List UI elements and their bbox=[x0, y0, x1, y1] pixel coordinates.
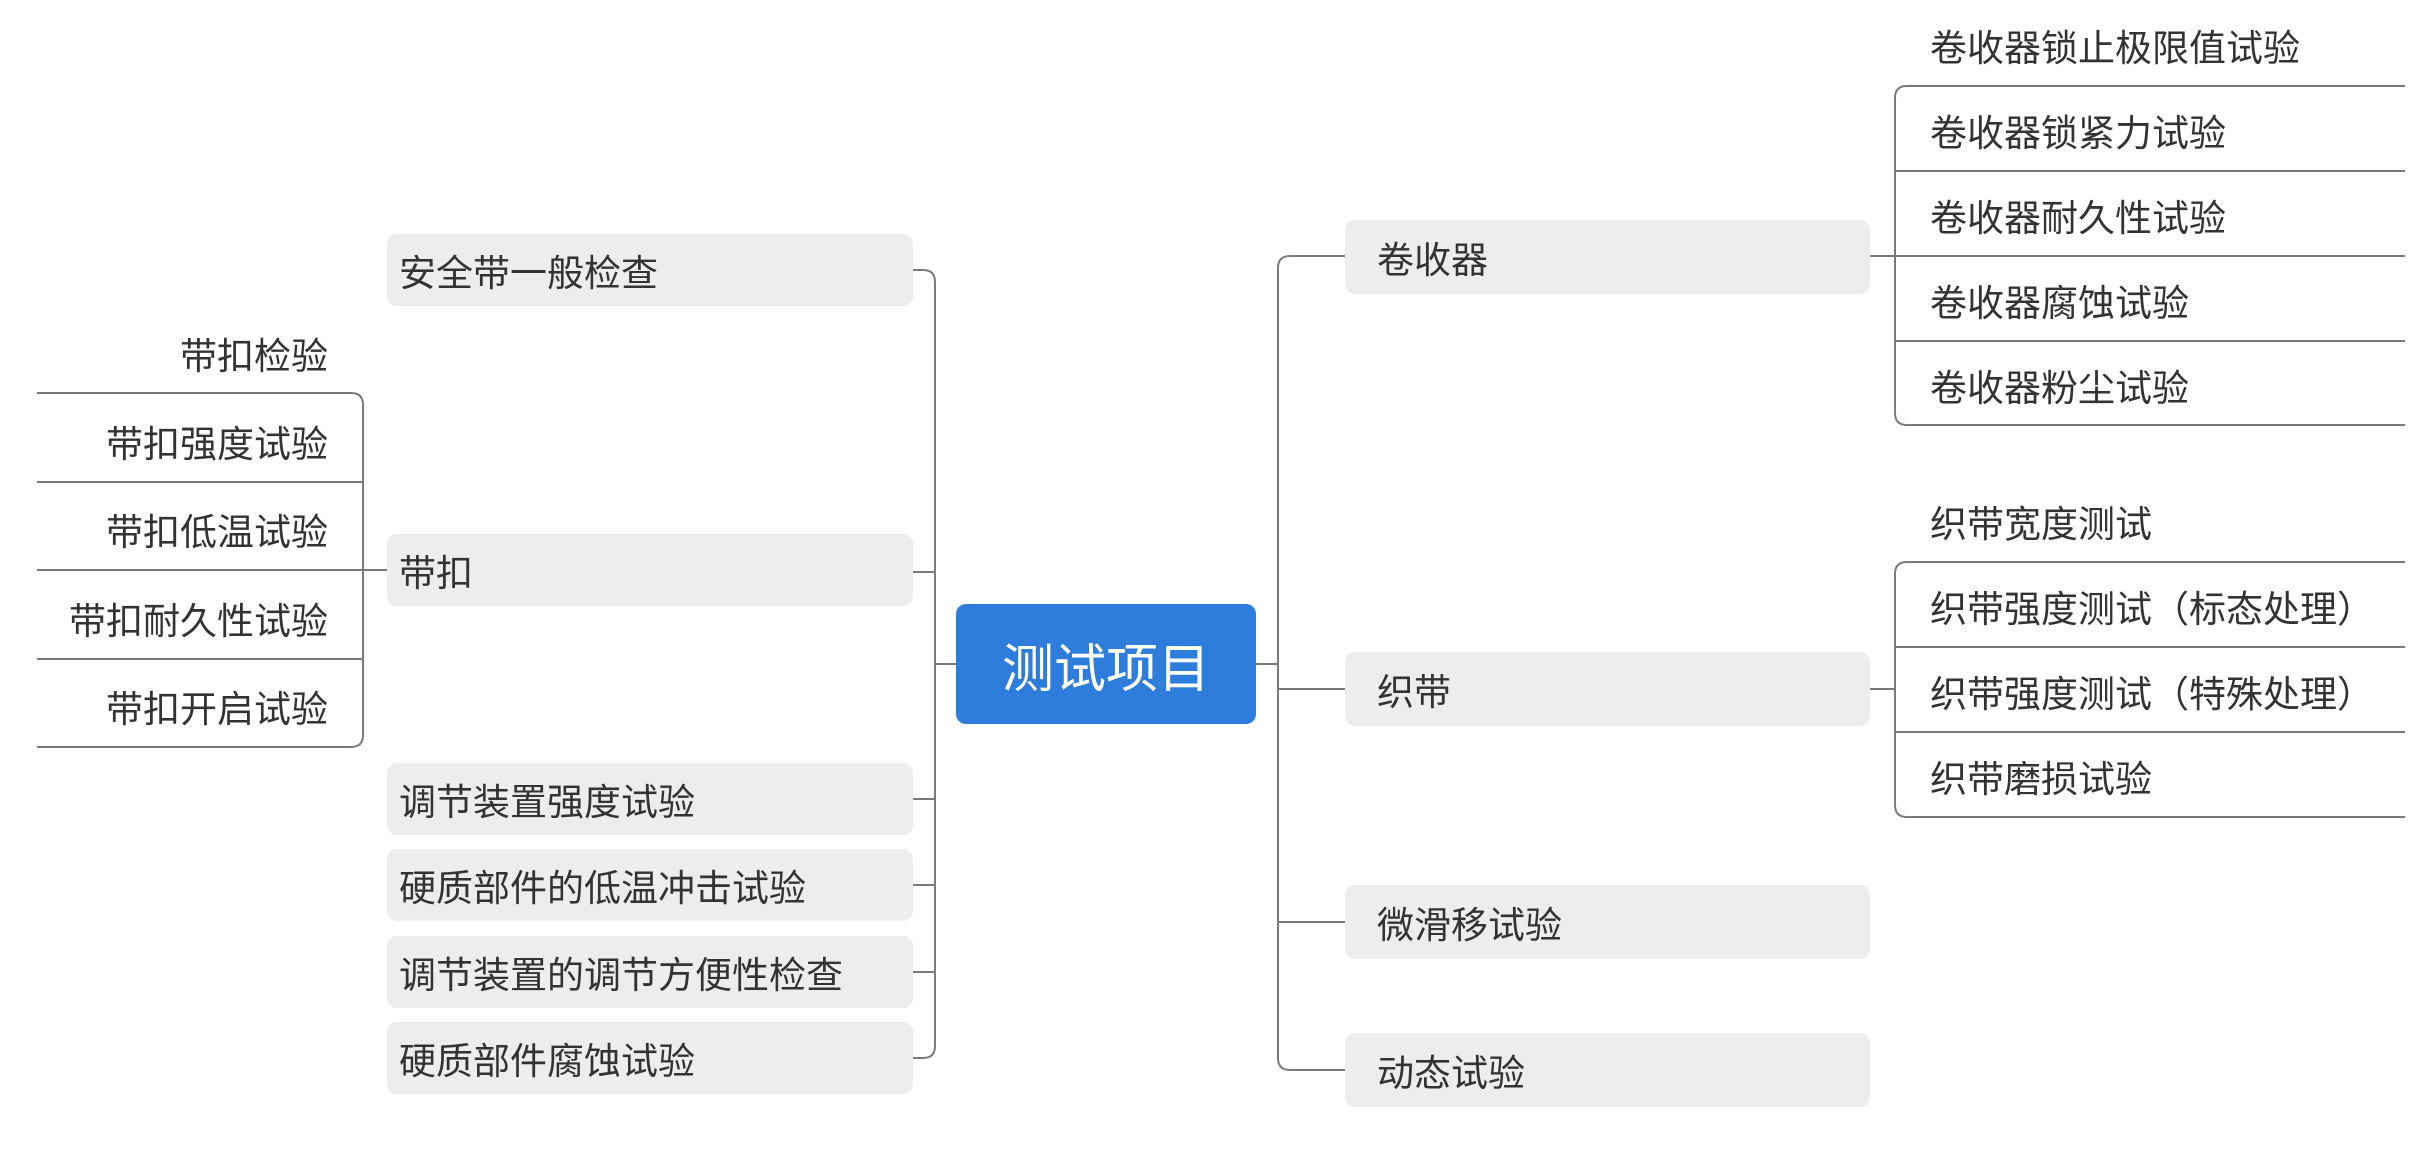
node-dynamic[interactable]: 动态试验 bbox=[1345, 1033, 1870, 1107]
node-retractor[interactable]: 卷收器 bbox=[1345, 220, 1870, 294]
leaf-buckle-strength[interactable]: 带扣强度试验 bbox=[106, 423, 328, 466]
leaf-buckle-low-temp[interactable]: 带扣低温试验 bbox=[106, 511, 328, 554]
node-webbing[interactable]: 织带 bbox=[1345, 652, 1870, 726]
leaf-buckle-inspection[interactable]: 带扣检验 bbox=[180, 335, 328, 378]
leaf-buckle-durability[interactable]: 带扣耐久性试验 bbox=[69, 600, 328, 643]
leaf-webbing-abrasion[interactable]: 织带磨损试验 bbox=[1930, 758, 2152, 801]
node-adjuster-convenience[interactable]: 调节装置的调节方便性检查 bbox=[387, 936, 913, 1008]
node-hard-parts-corrosion[interactable]: 硬质部件腐蚀试验 bbox=[387, 1022, 913, 1094]
leaf-webbing-strength-standard[interactable]: 织带强度测试（标态处理） bbox=[1930, 588, 2374, 631]
node-micro-slip[interactable]: 微滑移试验 bbox=[1345, 885, 1870, 959]
node-buckle[interactable]: 带扣 bbox=[387, 534, 913, 606]
leaf-webbing-strength-special[interactable]: 织带强度测试（特殊处理） bbox=[1930, 673, 2374, 716]
node-hard-parts-cold-impact[interactable]: 硬质部件的低温冲击试验 bbox=[387, 849, 913, 921]
leaf-retractor-lock-force[interactable]: 卷收器锁紧力试验 bbox=[1930, 112, 2226, 155]
node-adjuster-strength[interactable]: 调节装置强度试验 bbox=[387, 763, 913, 835]
leaf-retractor-lock-limit[interactable]: 卷收器锁止极限值试验 bbox=[1930, 27, 2300, 70]
leaf-retractor-dust[interactable]: 卷收器粉尘试验 bbox=[1930, 367, 2189, 410]
leaf-retractor-corrosion[interactable]: 卷收器腐蚀试验 bbox=[1930, 282, 2189, 325]
leaf-buckle-opening[interactable]: 带扣开启试验 bbox=[106, 688, 328, 731]
leaf-retractor-durability[interactable]: 卷收器耐久性试验 bbox=[1930, 197, 2226, 240]
node-general-check[interactable]: 安全带一般检查 bbox=[387, 234, 913, 306]
root-node[interactable]: 测试项目 bbox=[956, 604, 1256, 724]
leaf-webbing-width[interactable]: 织带宽度测试 bbox=[1930, 503, 2152, 546]
